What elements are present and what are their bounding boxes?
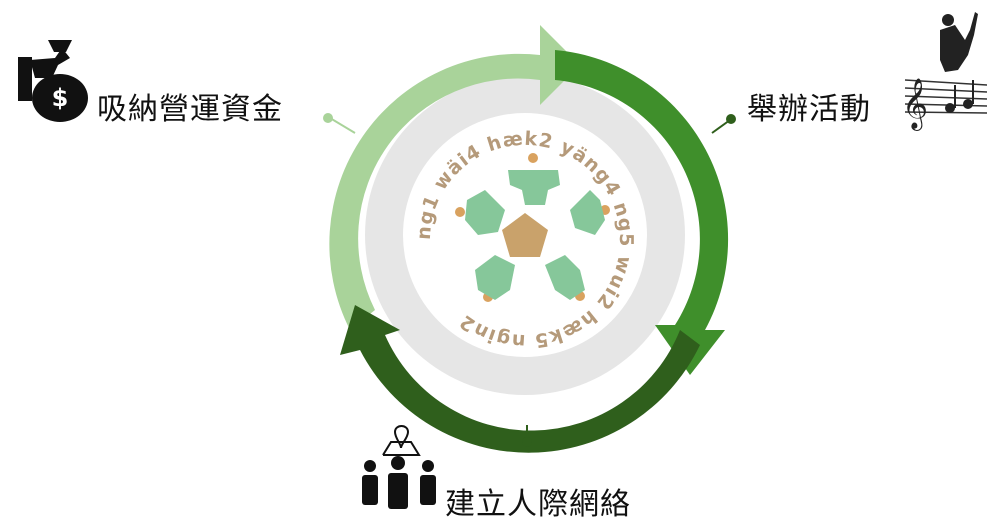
step-label-fund: 吸納營運資金 [97, 92, 283, 127]
people-circle-icon [455, 153, 610, 302]
light-arrow [329, 25, 580, 330]
money-bag-icon: $ [18, 40, 88, 122]
step-label-network: 建立人際網絡 [445, 487, 631, 522]
step-label-event: 舉辦活動 [747, 92, 871, 127]
svg-text:𝄞: 𝄞 [902, 78, 928, 131]
svg-text:$: $ [52, 84, 69, 112]
dark-arrow [340, 305, 700, 453]
music-conductor-icon: 𝄞 [902, 12, 987, 131]
center-pentagon [502, 213, 548, 257]
medium-arrow [555, 50, 729, 375]
people-location-icon [362, 425, 436, 509]
